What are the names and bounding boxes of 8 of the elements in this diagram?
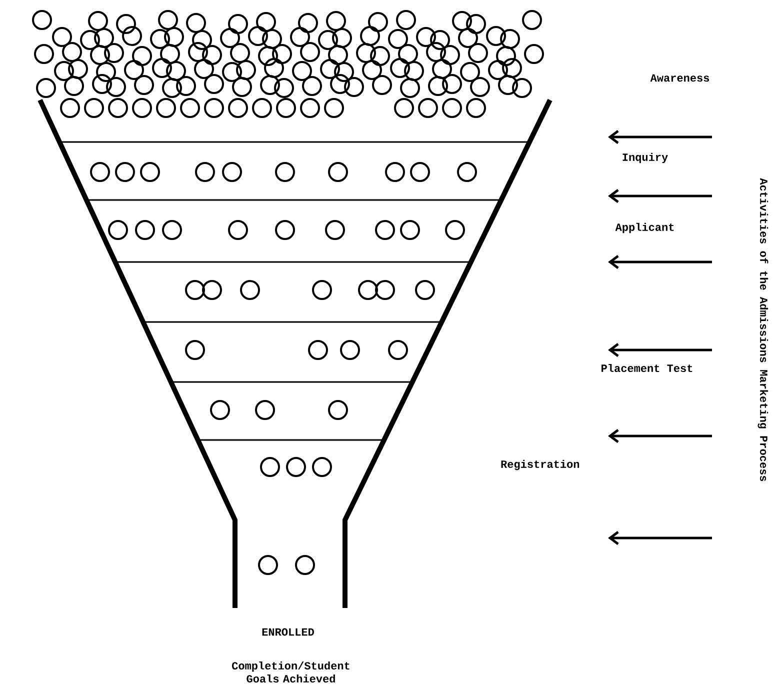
stage-label: ENROLLED <box>262 628 314 636</box>
stage-label: Placement Test <box>602 364 692 372</box>
vertical-title: Activities of the Admissions Marketing Process <box>758 178 768 482</box>
stage-label: Inquiry <box>622 152 668 164</box>
stage-label: Registration <box>501 460 580 470</box>
stage-label: Completion/Student Goals Achieved <box>232 661 350 683</box>
stage-label: Applicant <box>615 222 674 234</box>
stage-label: Awareness <box>650 74 710 82</box>
